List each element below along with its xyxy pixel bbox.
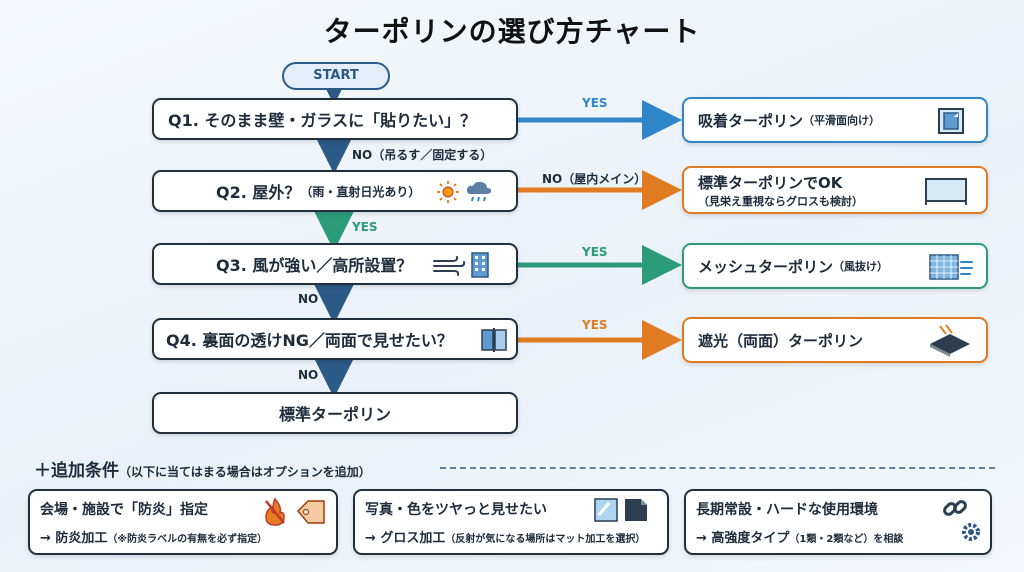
sun-icon bbox=[436, 180, 460, 204]
result-1-main: 吸着ターポリン bbox=[698, 111, 804, 130]
q3-text: Q3. 風が強い／高所設置？ bbox=[216, 256, 413, 275]
additional-title-text: ＋追加条件 bbox=[34, 461, 119, 481]
high-strength-heading: 長期常設・ハードな使用環境 bbox=[696, 502, 878, 518]
fireproof-note: （※防炎ラベルの有無を必ず指定） bbox=[107, 534, 268, 545]
section-divider bbox=[440, 467, 995, 469]
chain-link-icon bbox=[942, 495, 968, 521]
question-q2: Q2. 屋外？ （雨・直射日光あり） bbox=[152, 170, 518, 212]
additional-subtitle: （以下に当てはまる場合はオプションを追加） bbox=[119, 465, 371, 479]
final-standard-tarpaulin: 標準ターポリン bbox=[152, 392, 518, 434]
tag-icon bbox=[296, 499, 326, 525]
result-1-sub: （平滑面向け） bbox=[803, 114, 881, 127]
result-3-main: メッシュターポリン bbox=[698, 257, 834, 276]
double-sided-banner-icon bbox=[480, 327, 508, 353]
q2-subtext: （雨・直射日光あり） bbox=[300, 184, 421, 199]
glass-window-icon bbox=[936, 106, 966, 136]
mesh-wind-icon bbox=[928, 252, 974, 282]
result-2-main: 標準ターポリンでOK bbox=[698, 173, 843, 192]
final-text: 標準ターポリン bbox=[278, 405, 391, 424]
q3-no-label: NO bbox=[298, 292, 319, 306]
result-3-sub: （風抜け） bbox=[833, 260, 889, 273]
fireproof-action-text: → 防炎加工 bbox=[40, 531, 108, 546]
banner-frame-icon bbox=[924, 176, 968, 206]
result-2-sub: （見栄え重視ならグロスも検討） bbox=[698, 194, 863, 208]
q4-no-label: NO bbox=[298, 368, 319, 382]
q1-text: Q1. そのまま壁・ガラスに「貼りたい」？ bbox=[168, 111, 477, 130]
fireproof-action: → 防炎加工（※防炎ラベルの有無を必ず指定） bbox=[40, 527, 326, 546]
high-strength-action-text: → 高強度タイプ bbox=[696, 531, 790, 546]
fireproof-heading: 会場・施設で「防炎」指定 bbox=[40, 502, 208, 518]
gloss-action: → グロス加工（反射が気になる場所はマット加工を選択） bbox=[365, 527, 657, 546]
question-q4: Q4. 裏面の透けNG／両面で見せたい？ bbox=[152, 318, 518, 360]
q2-no-label: NO（屋内メイン） bbox=[542, 172, 647, 186]
q1-no-label: NO（吊るす／固定する） bbox=[352, 148, 493, 162]
q2-text: Q2. 屋外？ bbox=[216, 183, 301, 202]
condition-card-gloss: 写真・色をツヤっと見せたい → グロス加工（反射が気になる場所はマット加工を選択… bbox=[353, 489, 669, 555]
blackout-sheet-icon bbox=[926, 324, 974, 358]
q4-text: Q4. 裏面の透けNG／両面で見せたい？ bbox=[166, 331, 453, 350]
gear-icon bbox=[960, 521, 982, 543]
gloss-action-text: → グロス加工 bbox=[365, 531, 446, 546]
condition-card-fireproof: 会場・施設で「防炎」指定 → 防炎加工（※防炎ラベルの有無を必ず指定） bbox=[28, 489, 338, 555]
high-strength-note: （1類・2類など）を相談 bbox=[789, 534, 904, 545]
result-standard-ok: 標準ターポリンでOK （見栄え重視ならグロスも検討） bbox=[682, 166, 988, 214]
high-strength-action: → 高強度タイプ（1類・2類など）を相談 bbox=[696, 527, 980, 546]
gloss-heading: 写真・色をツヤっと見せたい bbox=[365, 502, 547, 518]
result-blackout-tarpaulin: 遮光（両面）ターポリン bbox=[682, 317, 988, 363]
gloss-sheet-icon bbox=[593, 497, 619, 523]
flame-icon bbox=[262, 497, 288, 527]
question-q3: Q3. 風が強い／高所設置？ bbox=[152, 243, 518, 285]
q3-yes-label: YES bbox=[582, 245, 608, 259]
result-suction-tarpaulin: 吸着ターポリン （平滑面向け） bbox=[682, 97, 988, 143]
matte-sheet-icon bbox=[623, 497, 649, 523]
gloss-note: （反射が気になる場所はマット加工を選択） bbox=[445, 534, 646, 545]
page-title: ターポリンの選び方チャート bbox=[323, 15, 701, 48]
start-node: START bbox=[282, 62, 390, 90]
building-icon bbox=[470, 251, 490, 279]
q4-yes-label: YES bbox=[582, 318, 608, 332]
additional-conditions-title: ＋追加条件（以下に当てはまる場合はオプションを追加） bbox=[34, 456, 371, 481]
question-q1: Q1. そのまま壁・ガラスに「貼りたい」？ bbox=[152, 98, 518, 140]
q1-yes-label: YES bbox=[582, 96, 608, 110]
wind-icon bbox=[432, 255, 466, 277]
result-mesh-tarpaulin: メッシュターポリン （風抜け） bbox=[682, 243, 988, 289]
result-4-main: 遮光（両面）ターポリン bbox=[698, 331, 864, 350]
condition-card-high-strength: 長期常設・ハードな使用環境 → 高強度タイプ（1類・2類など）を相談 bbox=[684, 489, 992, 555]
rain-cloud-icon bbox=[464, 178, 494, 206]
q2-yes-label: YES bbox=[352, 220, 378, 234]
